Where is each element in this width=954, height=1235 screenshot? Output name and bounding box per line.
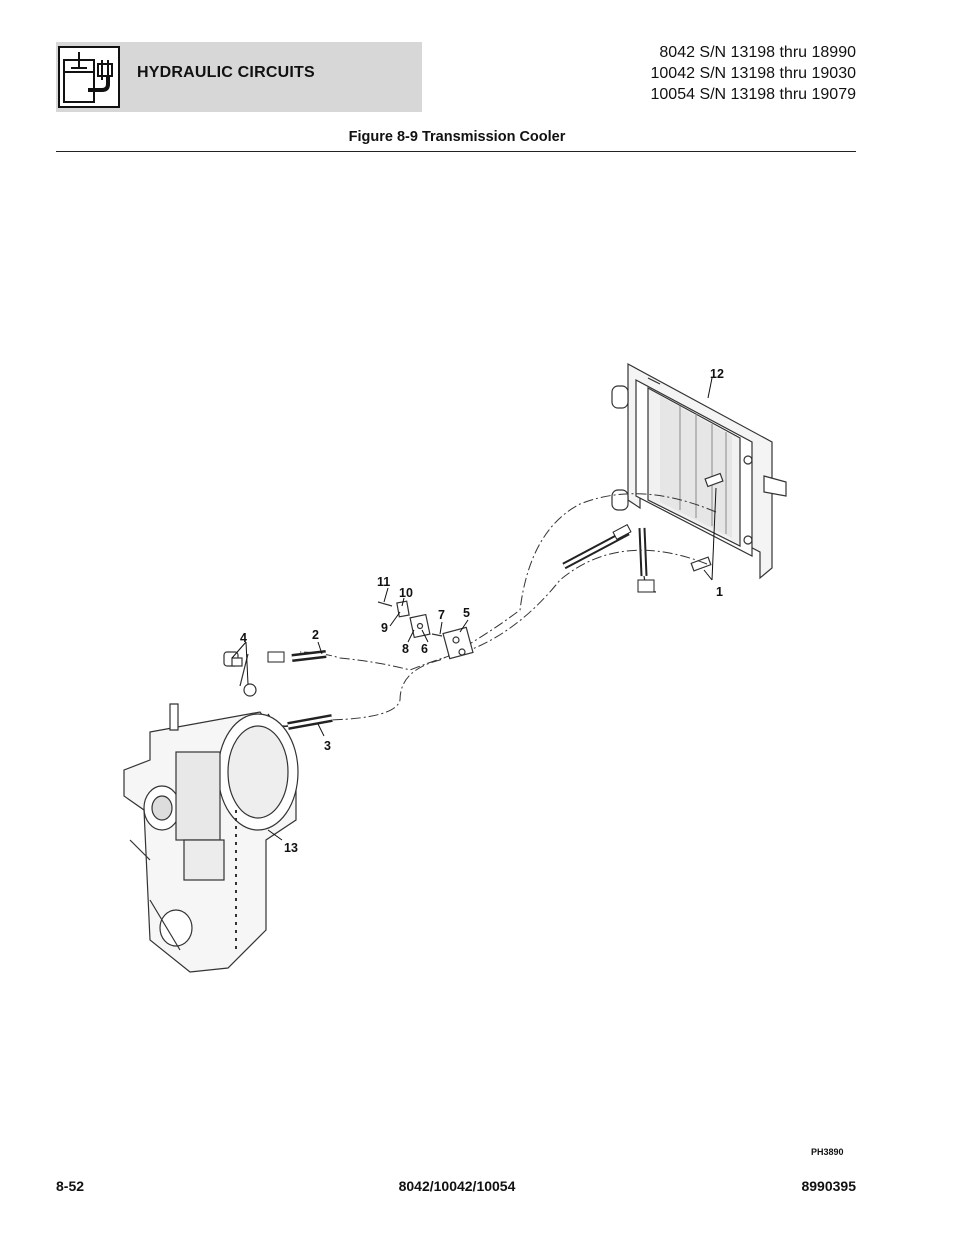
serial-range-10054: 10054 S/N 13198 thru 19079 <box>650 86 857 103</box>
callout-9: 9 <box>381 621 388 635</box>
clamp-assembly <box>377 600 474 660</box>
callout-1: 1 <box>716 585 723 599</box>
callout-6: 6 <box>421 642 428 656</box>
callout-leaders <box>231 377 717 841</box>
page-number: 8-52 <box>56 1178 85 1194</box>
hose-routing-lines <box>299 493 717 721</box>
image-code: PH3890 <box>811 1147 844 1157</box>
serial-number-ranges: 8042 S/N 13198 thru 18990 10042 S/N 1319… <box>651 42 857 105</box>
callout-12: 12 <box>710 367 724 381</box>
document-number: 8990395 <box>801 1178 856 1194</box>
transmission <box>123 703 299 973</box>
callout-5: 5 <box>463 606 470 620</box>
section-title: HYDRAULIC CIRCUITS <box>137 64 315 81</box>
cooler-fittings <box>690 472 724 572</box>
hydraulic-reservoir-icon <box>58 46 120 108</box>
hose-2 <box>267 650 327 663</box>
figure-title: Figure 8-9 Transmission Cooler <box>348 129 566 145</box>
transmission-cooler-diagram: 12 1 11 10 9 8 7 6 5 4 2 3 13 <box>123 362 787 973</box>
callout-7: 7 <box>438 608 445 622</box>
serial-range-10042: 10042 S/N 13198 thru 19030 <box>650 65 857 82</box>
callout-3: 3 <box>324 739 331 753</box>
serial-range-8042: 8042 S/N 13198 thru 18990 <box>659 44 856 61</box>
footer-models: 8042/10042/10054 <box>398 1178 516 1194</box>
elbow-fittings <box>223 651 257 697</box>
cooler-hoses <box>562 524 657 593</box>
callout-2: 2 <box>312 628 319 642</box>
header-divider <box>56 151 856 152</box>
callout-8: 8 <box>402 642 409 656</box>
callout-10: 10 <box>399 586 413 600</box>
cooler-radiator <box>611 362 787 580</box>
callout-11: 11 <box>377 575 390 589</box>
callout-13: 13 <box>284 841 298 855</box>
callout-4: 4 <box>240 631 247 645</box>
